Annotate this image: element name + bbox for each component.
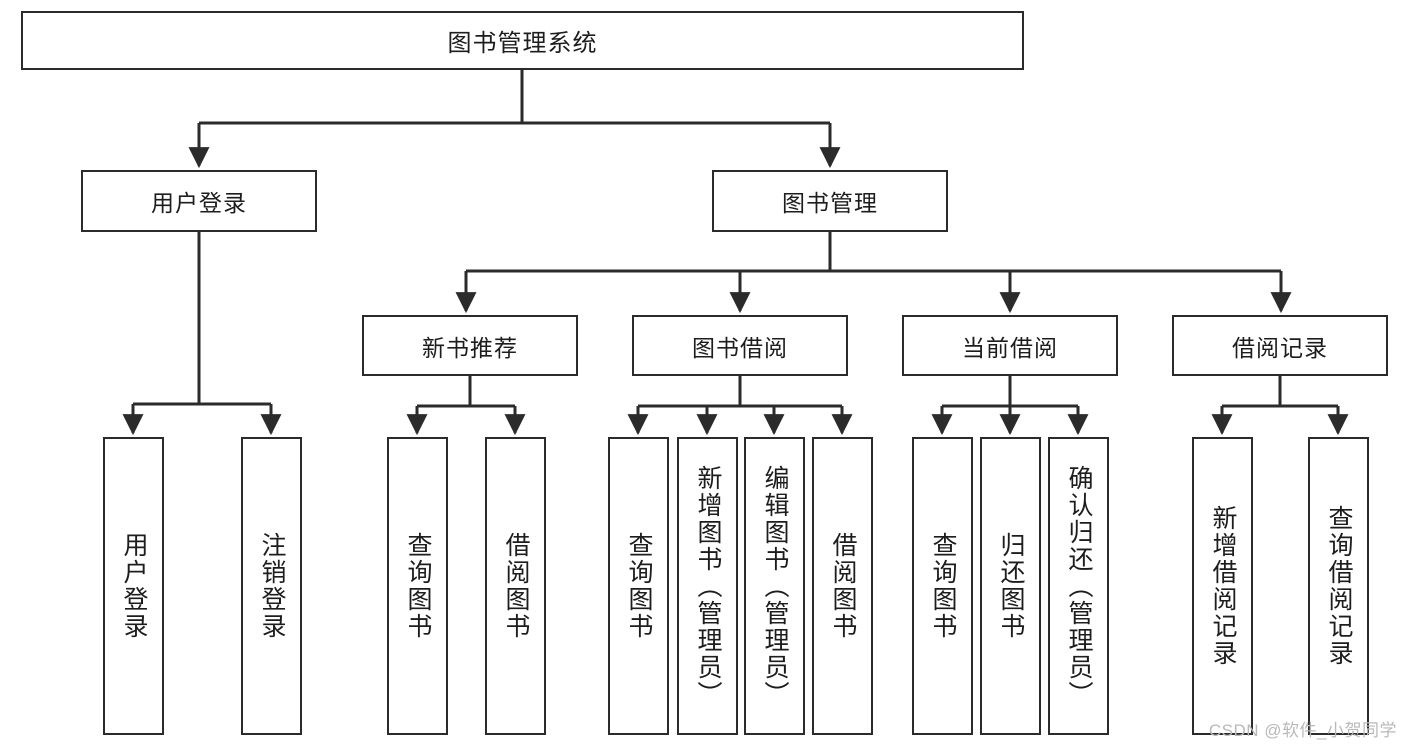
node-current-borrow[interactable]: 当前借阅 xyxy=(902,315,1118,376)
leaf-record-query-record[interactable]: 查询借阅记录 xyxy=(1308,437,1369,735)
leaf-user-login-logout[interactable]: 注销登录 xyxy=(241,437,302,735)
node-new-book-recommend[interactable]: 新书推荐 xyxy=(362,315,578,376)
leaf-label: 用户登录 xyxy=(120,532,148,640)
leaf-label: 编辑图书（管理员） xyxy=(761,464,789,708)
leaf-current-confirm-return-admin[interactable]: 确认归还（管理员） xyxy=(1048,437,1109,735)
leaf-current-return-book[interactable]: 归还图书 xyxy=(980,437,1041,735)
leaf-record-add-record[interactable]: 新增借阅记录 xyxy=(1192,437,1253,735)
node-book-management[interactable]: 图书管理 xyxy=(712,170,948,232)
leaf-borrow-query-book[interactable]: 查询图书 xyxy=(608,437,669,735)
node-root-system[interactable]: 图书管理系统 xyxy=(21,11,1024,70)
leaf-label: 借阅图书 xyxy=(829,532,857,640)
leaf-label: 确认归还（管理员） xyxy=(1065,464,1093,708)
leaf-label: 新增图书（管理员） xyxy=(694,464,722,708)
leaf-borrow-add-book-admin[interactable]: 新增图书（管理员） xyxy=(677,437,738,735)
leaf-label: 注销登录 xyxy=(258,532,286,640)
node-user-login[interactable]: 用户登录 xyxy=(81,170,317,232)
leaf-label: 查询借阅记录 xyxy=(1325,505,1353,667)
node-borrow-record[interactable]: 借阅记录 xyxy=(1172,315,1388,376)
leaf-label: 新增借阅记录 xyxy=(1209,505,1237,667)
leaf-current-query-book[interactable]: 查询图书 xyxy=(912,437,973,735)
leaf-recommend-borrow-book[interactable]: 借阅图书 xyxy=(485,437,546,735)
leaf-label: 查询图书 xyxy=(404,532,432,640)
leaf-label: 查询图书 xyxy=(625,532,653,640)
watermark-text: CSDN @软件_小贺同学 xyxy=(1208,721,1397,740)
leaf-label: 查询图书 xyxy=(929,532,957,640)
leaf-label: 借阅图书 xyxy=(502,532,530,640)
leaf-borrow-edit-book-admin[interactable]: 编辑图书（管理员） xyxy=(744,437,805,735)
leaf-borrow-borrow-book[interactable]: 借阅图书 xyxy=(812,437,873,735)
leaf-user-login-login[interactable]: 用户登录 xyxy=(103,437,164,735)
node-book-borrow[interactable]: 图书借阅 xyxy=(632,315,848,376)
leaf-recommend-query-book[interactable]: 查询图书 xyxy=(387,437,448,735)
leaf-label: 归还图书 xyxy=(997,532,1025,640)
